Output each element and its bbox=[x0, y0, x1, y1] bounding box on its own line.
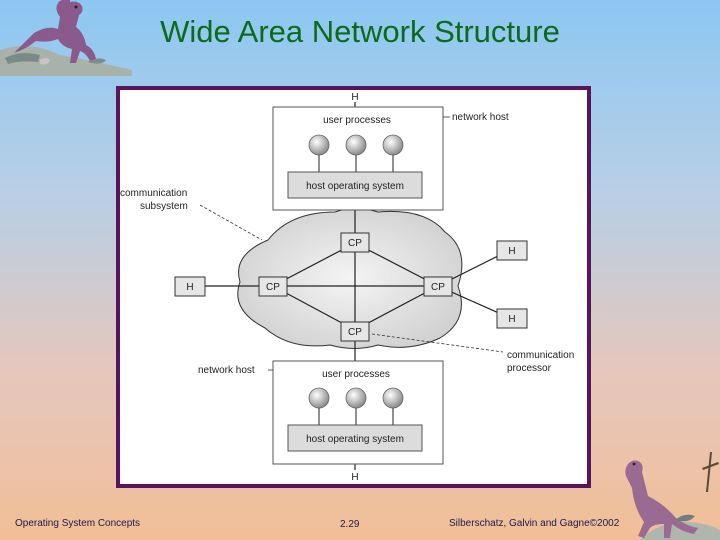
network-diagram: user processes host operating system use… bbox=[120, 90, 574, 483]
host-os-label-top: host operating system bbox=[306, 181, 404, 192]
host-os-label-bottom: host operating system bbox=[306, 434, 404, 445]
svg-text:CP: CP bbox=[431, 282, 445, 293]
host-node-right-bottom: H bbox=[496, 308, 528, 329]
cp-node-left: CP bbox=[258, 276, 288, 297]
network-host-bottom: user processes host operating system bbox=[272, 360, 444, 465]
svg-text:CP: CP bbox=[348, 327, 362, 338]
process-circle bbox=[308, 387, 330, 409]
dinosaur-bottom-right-icon bbox=[625, 452, 720, 540]
svg-text:H: H bbox=[186, 282, 193, 293]
dinosaur-top-left-icon bbox=[0, 0, 132, 76]
host-label-top: H bbox=[351, 92, 358, 103]
svg-text:H: H bbox=[508, 314, 515, 325]
process-circle bbox=[382, 134, 404, 156]
host-os-box-top bbox=[287, 171, 423, 199]
footer-course-title: Operating System Concepts bbox=[15, 518, 141, 529]
host-node-left: H bbox=[174, 276, 206, 297]
process-circle bbox=[308, 134, 330, 156]
process-circle bbox=[345, 134, 367, 156]
process-circle bbox=[382, 387, 404, 409]
process-circle bbox=[345, 387, 367, 409]
communication-processor-label-line1: communication bbox=[507, 350, 574, 361]
communication-subsystem-label-line1: communication bbox=[120, 188, 187, 199]
cp-node-right: CP bbox=[423, 276, 453, 297]
cp-node-top: CP bbox=[340, 232, 370, 253]
host-label-bottom: H bbox=[351, 472, 358, 483]
network-host-caption-top: network host bbox=[452, 112, 509, 123]
communication-processor-label-line2: processor bbox=[507, 363, 552, 374]
network-host-caption-bottom: network host bbox=[198, 365, 255, 376]
diagram-frame: user processes host operating system use… bbox=[116, 86, 591, 488]
network-host-top: user processes host operating system bbox=[272, 106, 444, 211]
user-processes-label-top: user processes bbox=[323, 115, 391, 126]
footer-slide-number: 2.29 bbox=[340, 519, 360, 530]
cp-node-bottom: CP bbox=[340, 321, 370, 342]
communication-subsystem-label-line2: subsystem bbox=[140, 201, 188, 212]
host-os-box-bottom bbox=[287, 424, 423, 452]
svg-text:H: H bbox=[508, 246, 515, 257]
host-node-right-top: H bbox=[496, 240, 528, 261]
slide-title: Wide Area Network Structure bbox=[160, 14, 560, 49]
user-processes-label-bottom: user processes bbox=[322, 369, 390, 380]
svg-text:CP: CP bbox=[348, 238, 362, 249]
svg-text:CP: CP bbox=[266, 282, 280, 293]
footer-copyright: Silberschatz, Galvin and Gagne©2002 bbox=[449, 518, 620, 529]
